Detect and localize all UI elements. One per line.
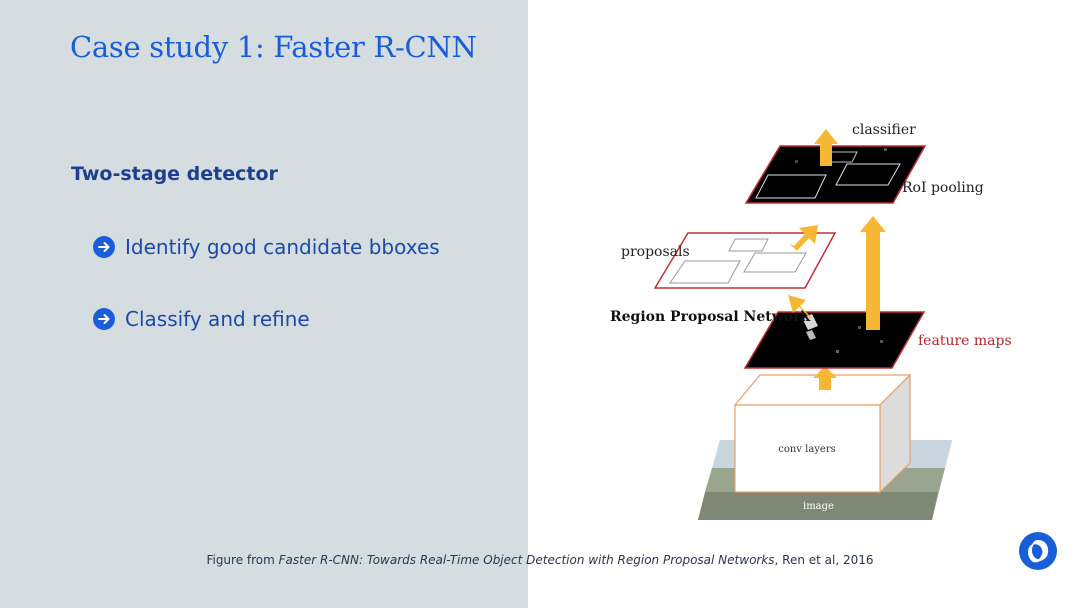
caption-paper-title: Faster R-CNN: Towards Real-Time Object D… [279,553,775,567]
conv-layers-label: conv layers [778,444,836,455]
roi-pooling-label: RoI pooling [902,180,984,196]
proposals-plane [655,233,835,288]
caption-suffix: , Ren et al, 2016 [775,553,874,567]
image-label: image [803,501,834,512]
proposals-label: proposals [621,244,690,260]
roi-pooling-plane [746,146,925,203]
feature-maps-label: feature maps [918,333,1012,349]
classifier-label: classifier [852,122,916,138]
rpn-label: Region Proposal Network [610,309,810,325]
figure-caption: Figure from Faster R-CNN: Towards Real-T… [0,553,1080,567]
conv-layers-box: conv layers [735,375,910,492]
deepmind-logo-icon [1018,531,1058,571]
caption-prefix: Figure from [206,553,278,567]
